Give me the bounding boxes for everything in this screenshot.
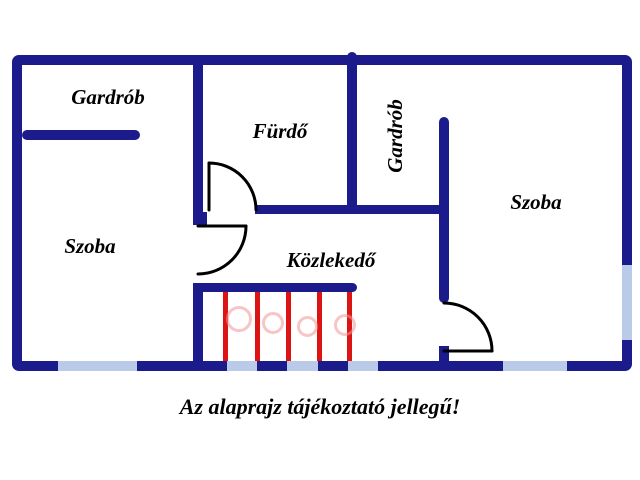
wall-door-jamb-furdo — [193, 212, 207, 225]
wall-vertical-left-lower — [193, 283, 203, 371]
room-label-furdo: Fürdő — [252, 119, 308, 143]
room-label-szoba-right: Szoba — [510, 190, 562, 214]
wall-horizontal-middle — [255, 205, 448, 214]
stair-tread — [317, 292, 322, 361]
wall-vertical-left-upper — [193, 55, 203, 225]
stair-tread — [286, 292, 291, 361]
stair-tread — [223, 292, 228, 361]
caption-disclaimer: Az alaprajz tájékoztató jellegű! — [179, 394, 461, 419]
window-bottom-right — [503, 361, 567, 371]
wall-stairs-rail — [198, 283, 357, 292]
wall-gardrob-middle — [347, 52, 357, 214]
wall-door-jamb-entrance — [439, 346, 449, 371]
window-bottom-left — [58, 361, 137, 371]
room-label-szoba-left: Szoba — [64, 234, 116, 258]
window-bottom-stairs-3 — [348, 361, 378, 371]
stair-tread — [255, 292, 260, 361]
window-bottom-stairs-2 — [287, 361, 318, 371]
wall-vertical-right — [439, 117, 449, 303]
room-label-gardrob-middle: Gardrób — [383, 99, 407, 173]
window-right-wall — [622, 265, 632, 340]
room-label-gardrob-top-left: Gardrób — [71, 85, 145, 109]
window-bottom-stairs-1 — [227, 361, 257, 371]
room-label-kozlekedo: Közlekedő — [286, 248, 376, 272]
exterior-walls — [12, 55, 632, 371]
wall-gardrob-left — [22, 130, 140, 140]
